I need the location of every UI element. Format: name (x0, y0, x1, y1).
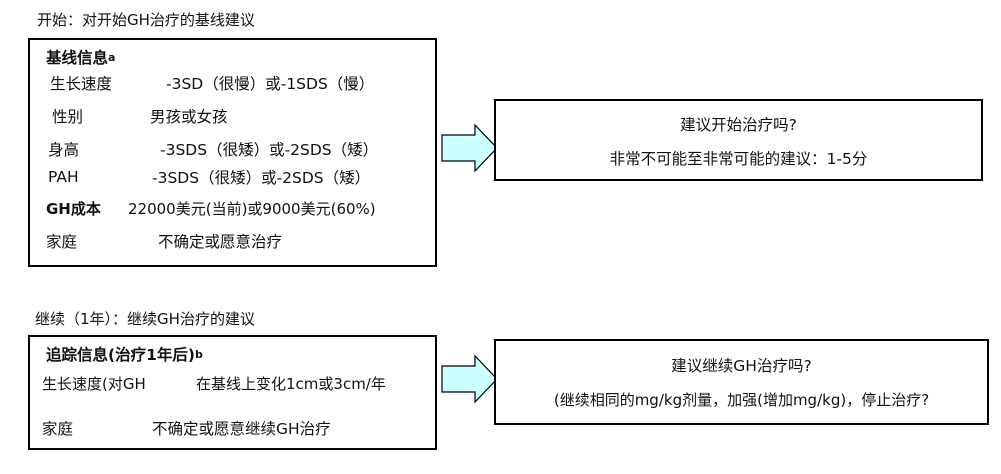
baseline-row-value: 不确定或愿意治疗 (158, 233, 283, 251)
start-arrow-shape (441, 123, 498, 173)
start-recommendation-scale: 非常不可能至非常可能的建议：1-5分 (609, 150, 868, 168)
baseline-row-value: 22000美元(当前)或9000美元(60%) (128, 200, 376, 218)
baseline-row-value: -3SD（很慢）或-1SDS（慢） (166, 75, 375, 93)
start-arrow-icon (441, 123, 498, 173)
baseline-row-label: 生长速度 (50, 75, 113, 93)
baseline-row-label: 性别 (52, 108, 84, 126)
baseline-row-height: 身高 -3SDS（很矮）或-2SDS（矮） (48, 138, 378, 160)
baseline-row-label: 家庭 (46, 233, 78, 251)
baseline-row-pah: PAH -3SDS（很矮）或-2SDS（矮） (48, 166, 370, 188)
continue-recommendation-options: (继续相同的mg/kg剂量，加强(增加mg/kg)，停止治疗? (553, 391, 930, 409)
baseline-row-value: 男孩或女孩 (150, 108, 228, 126)
followup-row-value: 不确定或愿意继续GH治疗 (152, 420, 331, 438)
followup-row-value: 在基线上变化1cm或3cm/年 (196, 375, 386, 393)
followup-row-label: 生长速度(对GH (42, 375, 146, 393)
baseline-row-gh-cost: GH成本 22000美元(当前)或9000美元(60%) (46, 198, 376, 219)
continue-arrow-icon (441, 354, 498, 404)
followup-row-family: 家庭 不确定或愿意继续GH治疗 (42, 417, 331, 439)
baseline-info-footnote-mark: a (108, 50, 116, 64)
baseline-row-sex: 性别 男孩或女孩 (52, 105, 228, 127)
start-recommendation-box: 建议开始治疗吗? 非常不可能至非常可能的建议：1-5分 (494, 99, 983, 181)
followup-info-box: 追踪信息(治疗1年后)b 生长速度(对GH 在基线上变化1cm或3cm/年 家庭… (28, 335, 437, 450)
baseline-row-label: 身高 (48, 141, 80, 159)
baseline-row-label: GH成本 (46, 200, 101, 218)
continue-arrow-shape (441, 354, 498, 404)
followup-row-label: 家庭 (42, 420, 74, 438)
followup-info-header-text: 追踪信息(治疗1年后) (46, 346, 195, 364)
baseline-row-value: -3SDS（很矮）或-2SDS（矮） (152, 169, 371, 187)
start-recommendation-question: 建议开始治疗吗? (680, 116, 797, 134)
continue-section-title: 继续（1年）：继续GH治疗的建议 (35, 310, 255, 328)
baseline-row-label: PAH (48, 168, 79, 186)
baseline-row-family: 家庭 不确定或愿意治疗 (46, 230, 282, 252)
baseline-info-header-text: 基线信息 (46, 49, 109, 67)
continue-recommendation-box: 建议继续GH治疗吗? (继续相同的mg/kg剂量，加强(增加mg/kg)，停止治… (494, 339, 989, 425)
followup-row-growth-velocity: 生长速度(对GH 在基线上变化1cm或3cm/年 (42, 373, 386, 394)
start-section-title: 开始：对开始GH治疗的基线建议 (37, 11, 255, 29)
baseline-row-value: -3SDS（很矮）或-2SDS（矮） (160, 141, 379, 159)
followup-info-header: 追踪信息(治疗1年后)b (46, 343, 203, 365)
continue-recommendation-question: 建议继续GH治疗吗? (671, 357, 812, 375)
baseline-row-growth-velocity: 生长速度 -3SD（很慢）或-1SDS（慢） (50, 72, 374, 94)
followup-info-footnote-mark: b (194, 347, 203, 361)
